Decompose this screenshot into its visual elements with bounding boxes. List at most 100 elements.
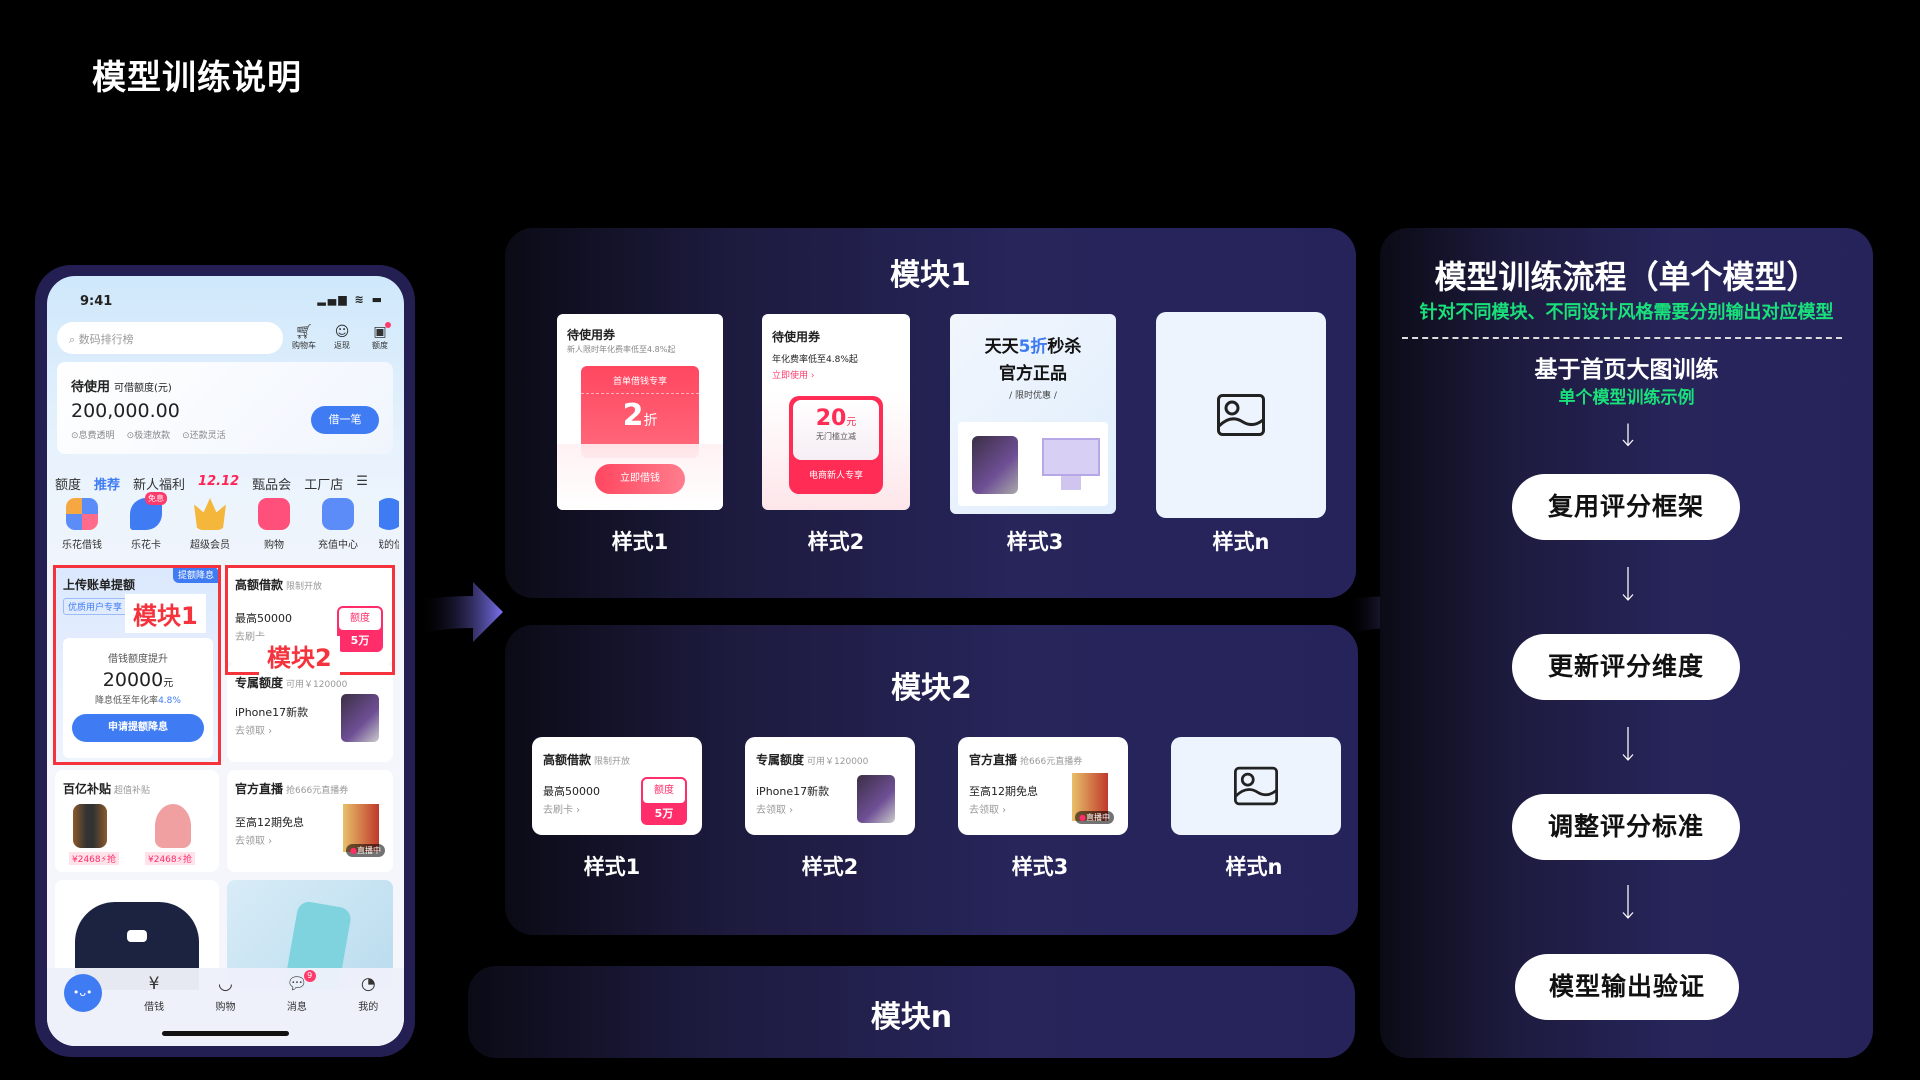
module2-label: 模块2 <box>259 636 340 675</box>
module1-style1-thumb[interactable]: 待使用券 新人限时年化费率低至4.8%起 首单借钱专享 2折 立即借钱 <box>557 314 723 510</box>
profile-icon: ◔ <box>360 974 376 994</box>
loan-line2: 去刷卡 <box>235 632 265 643</box>
app-recharge[interactable]: 充值中心 <box>315 492 361 551</box>
card-line2[interactable]: 去刷卡 › <box>543 805 581 816</box>
phone-mockup: 9:41 ▂▄▆ ≋ ▬ ⌕ 数码排行榜 🛒︎购物车 ☺返现 ▣额度 待使用可借… <box>35 265 415 1057</box>
cart-icon: 🛒︎ <box>295 324 313 340</box>
quota-title: 专属额度 <box>235 676 284 690</box>
module2-style3-thumb[interactable]: 官方直播抢666元直播券 至高12期免息 去领取 › ●直播中 <box>958 737 1128 835</box>
app-vip[interactable]: 超级会员 <box>187 492 233 551</box>
quota-sub: 可用￥120000 <box>286 680 348 690</box>
live-card[interactable]: 官方直播抢666元直播券 至高12期免息 去领取 › ●直播中 <box>227 770 393 872</box>
app-card[interactable]: 免息乐花卡 <box>123 492 169 551</box>
message-badge: 9 <box>303 970 316 982</box>
live-line1: 至高12期免息 <box>235 816 304 829</box>
cart-button[interactable]: 🛒︎购物车 <box>290 324 318 351</box>
app-mine[interactable]: 我的信 <box>379 492 399 551</box>
quota-tag-top: 额度 <box>643 779 685 803</box>
loan-title: 高额借款 <box>235 578 284 592</box>
upload-subtitle: 借钱额度提升 <box>108 654 168 665</box>
tab-profile[interactable]: ◔我的 <box>358 974 379 1013</box>
high-loan-card[interactable]: 高额借款限制开放 最高50000 去刷卡 额度 5万 <box>227 566 393 664</box>
down-arrow-icon <box>1622 423 1634 447</box>
tab-newcomer[interactable]: 新人福利 <box>133 478 186 493</box>
coupon-value: 20 <box>815 406 847 431</box>
card-line2[interactable]: 去领取 › <box>756 805 794 816</box>
tab-1212[interactable]: 12.12 <box>198 474 240 489</box>
module1-stylen-label: 样式n <box>1212 530 1270 554</box>
app-loan[interactable]: 乐花借钱 <box>59 492 105 551</box>
tab-factory[interactable]: 工厂店 <box>304 478 344 493</box>
tab-quota[interactable]: 额度 <box>55 478 82 493</box>
apply-raise-button[interactable]: 申请提额降息 <box>72 714 204 742</box>
feature-item: ⊙极速放款 <box>126 431 171 441</box>
clover-icon <box>66 498 98 530</box>
down-arrow-icon <box>1622 885 1634 919</box>
bag-icon: ◡ <box>218 974 233 994</box>
iphone-image <box>972 436 1018 494</box>
module2-style2-thumb[interactable]: 专属额度可用￥120000 iPhone17新款 去领取 › <box>745 737 915 835</box>
quota-line1: iPhone17新款 <box>235 706 309 719</box>
page-title: 模型训练说明 <box>92 58 302 98</box>
module-n-title: 模块n <box>870 1000 953 1035</box>
module2-style1-thumb[interactable]: 高额借款限制开放 最高50000 去刷卡 › 额度 5万 <box>532 737 702 835</box>
card-sub: 抢666元直播券 <box>1020 757 1083 767</box>
cashback-label: 返现 <box>334 341 350 350</box>
loan-tag-bottom: 5万 <box>350 634 370 647</box>
tab-recommend[interactable]: 推荐 <box>94 478 121 493</box>
module1-style3-thumb[interactable]: 天天5折秒杀 官方正品 / 限时优惠 / <box>950 314 1116 514</box>
module2-title: 模块2 <box>891 671 972 706</box>
down-arrow-icon <box>1622 727 1634 761</box>
quota-card[interactable]: 专属额度可用￥120000 iPhone17新款 去领取 › <box>227 664 393 762</box>
iphone-image <box>857 775 895 823</box>
use-now-link[interactable]: 立即使用 › <box>772 371 815 381</box>
rate-text: 降息低至年化率 <box>95 696 159 706</box>
module2-style3-label: 样式3 <box>1011 855 1069 879</box>
borrow-now-button[interactable]: 立即借钱 <box>595 464 685 494</box>
flow-subtitle: 针对不同模块、不同设计风格需要分别输出对应模型 <box>1419 302 1834 323</box>
tab-select[interactable]: 甄品会 <box>252 478 292 493</box>
subsidy-title: 百亿补贴 <box>63 782 112 796</box>
subsidy-card[interactable]: 百亿补贴超值补贴 ¥2468⚡抢 ¥2468⚡抢 <box>55 770 219 872</box>
tab-borrow[interactable]: ¥借钱 <box>144 974 165 1013</box>
borrow-button[interactable]: 借一笔 <box>311 406 379 434</box>
module1-style3-label: 样式3 <box>1006 530 1064 554</box>
feature-item: ⊙息费透明 <box>71 431 115 441</box>
app-shopping[interactable]: 购物 <box>251 492 297 551</box>
quota-tag-bottom: 5万 <box>654 807 674 820</box>
credit-amount: 200,000.00 <box>71 400 180 422</box>
module1-style2-thumb[interactable]: 待使用券 年化费率低至4.8%起 立即使用 › 20元 无门槛立减 电商新人专享 <box>762 314 910 510</box>
search-placeholder: 数码排行榜 <box>78 333 134 346</box>
module1-highlight <box>53 565 221 765</box>
quota-button[interactable]: ▣额度 <box>366 322 394 351</box>
live-title: 官方直播 <box>235 782 284 796</box>
home-mascot-icon: •ᴗ• <box>63 974 102 1012</box>
cart-label: 购物车 <box>292 341 316 350</box>
shield-icon <box>379 498 399 530</box>
top-icons: 🛒︎购物车 ☺返现 ▣额度 <box>290 322 394 351</box>
down-arrow-icon <box>1622 567 1634 601</box>
tab-home[interactable]: •ᴗ• <box>63 974 103 1046</box>
card-line2[interactable]: 去领取 › <box>969 805 1007 816</box>
card-line1: iPhone17新款 <box>756 785 830 798</box>
flow-title: 模型训练流程（单个模型） <box>1434 258 1819 296</box>
menu-icon[interactable]: ☰ <box>356 474 368 489</box>
category-tabs: 额度 推荐 新人福利 12.12 甄品会 工厂店 ☰ <box>55 474 368 493</box>
watch-image <box>73 804 107 848</box>
free-interest-badge: 免息 <box>145 492 167 505</box>
image-placeholder-icon <box>1217 394 1265 436</box>
flow-divider <box>1402 337 1842 339</box>
card-title: 待使用券 <box>772 330 821 344</box>
coupon-foot: 电商新人专享 <box>808 471 863 481</box>
tab-shop[interactable]: ◡购物 <box>215 974 236 1013</box>
cashback-button[interactable]: ☺返现 <box>328 324 356 351</box>
price-tag: ¥2468⚡抢 <box>145 852 195 865</box>
card-sub: 可用￥120000 <box>807 757 869 767</box>
module1-stylen-thumb[interactable] <box>1156 312 1326 518</box>
search-input[interactable]: ⌕ 数码排行榜 <box>57 322 283 354</box>
upload-title: 上传账单提额 <box>63 578 136 592</box>
live-line2: 去领取 <box>235 836 265 847</box>
module2-stylen-thumb[interactable] <box>1171 737 1341 835</box>
promo-line2: 官方正品 <box>999 364 1067 384</box>
